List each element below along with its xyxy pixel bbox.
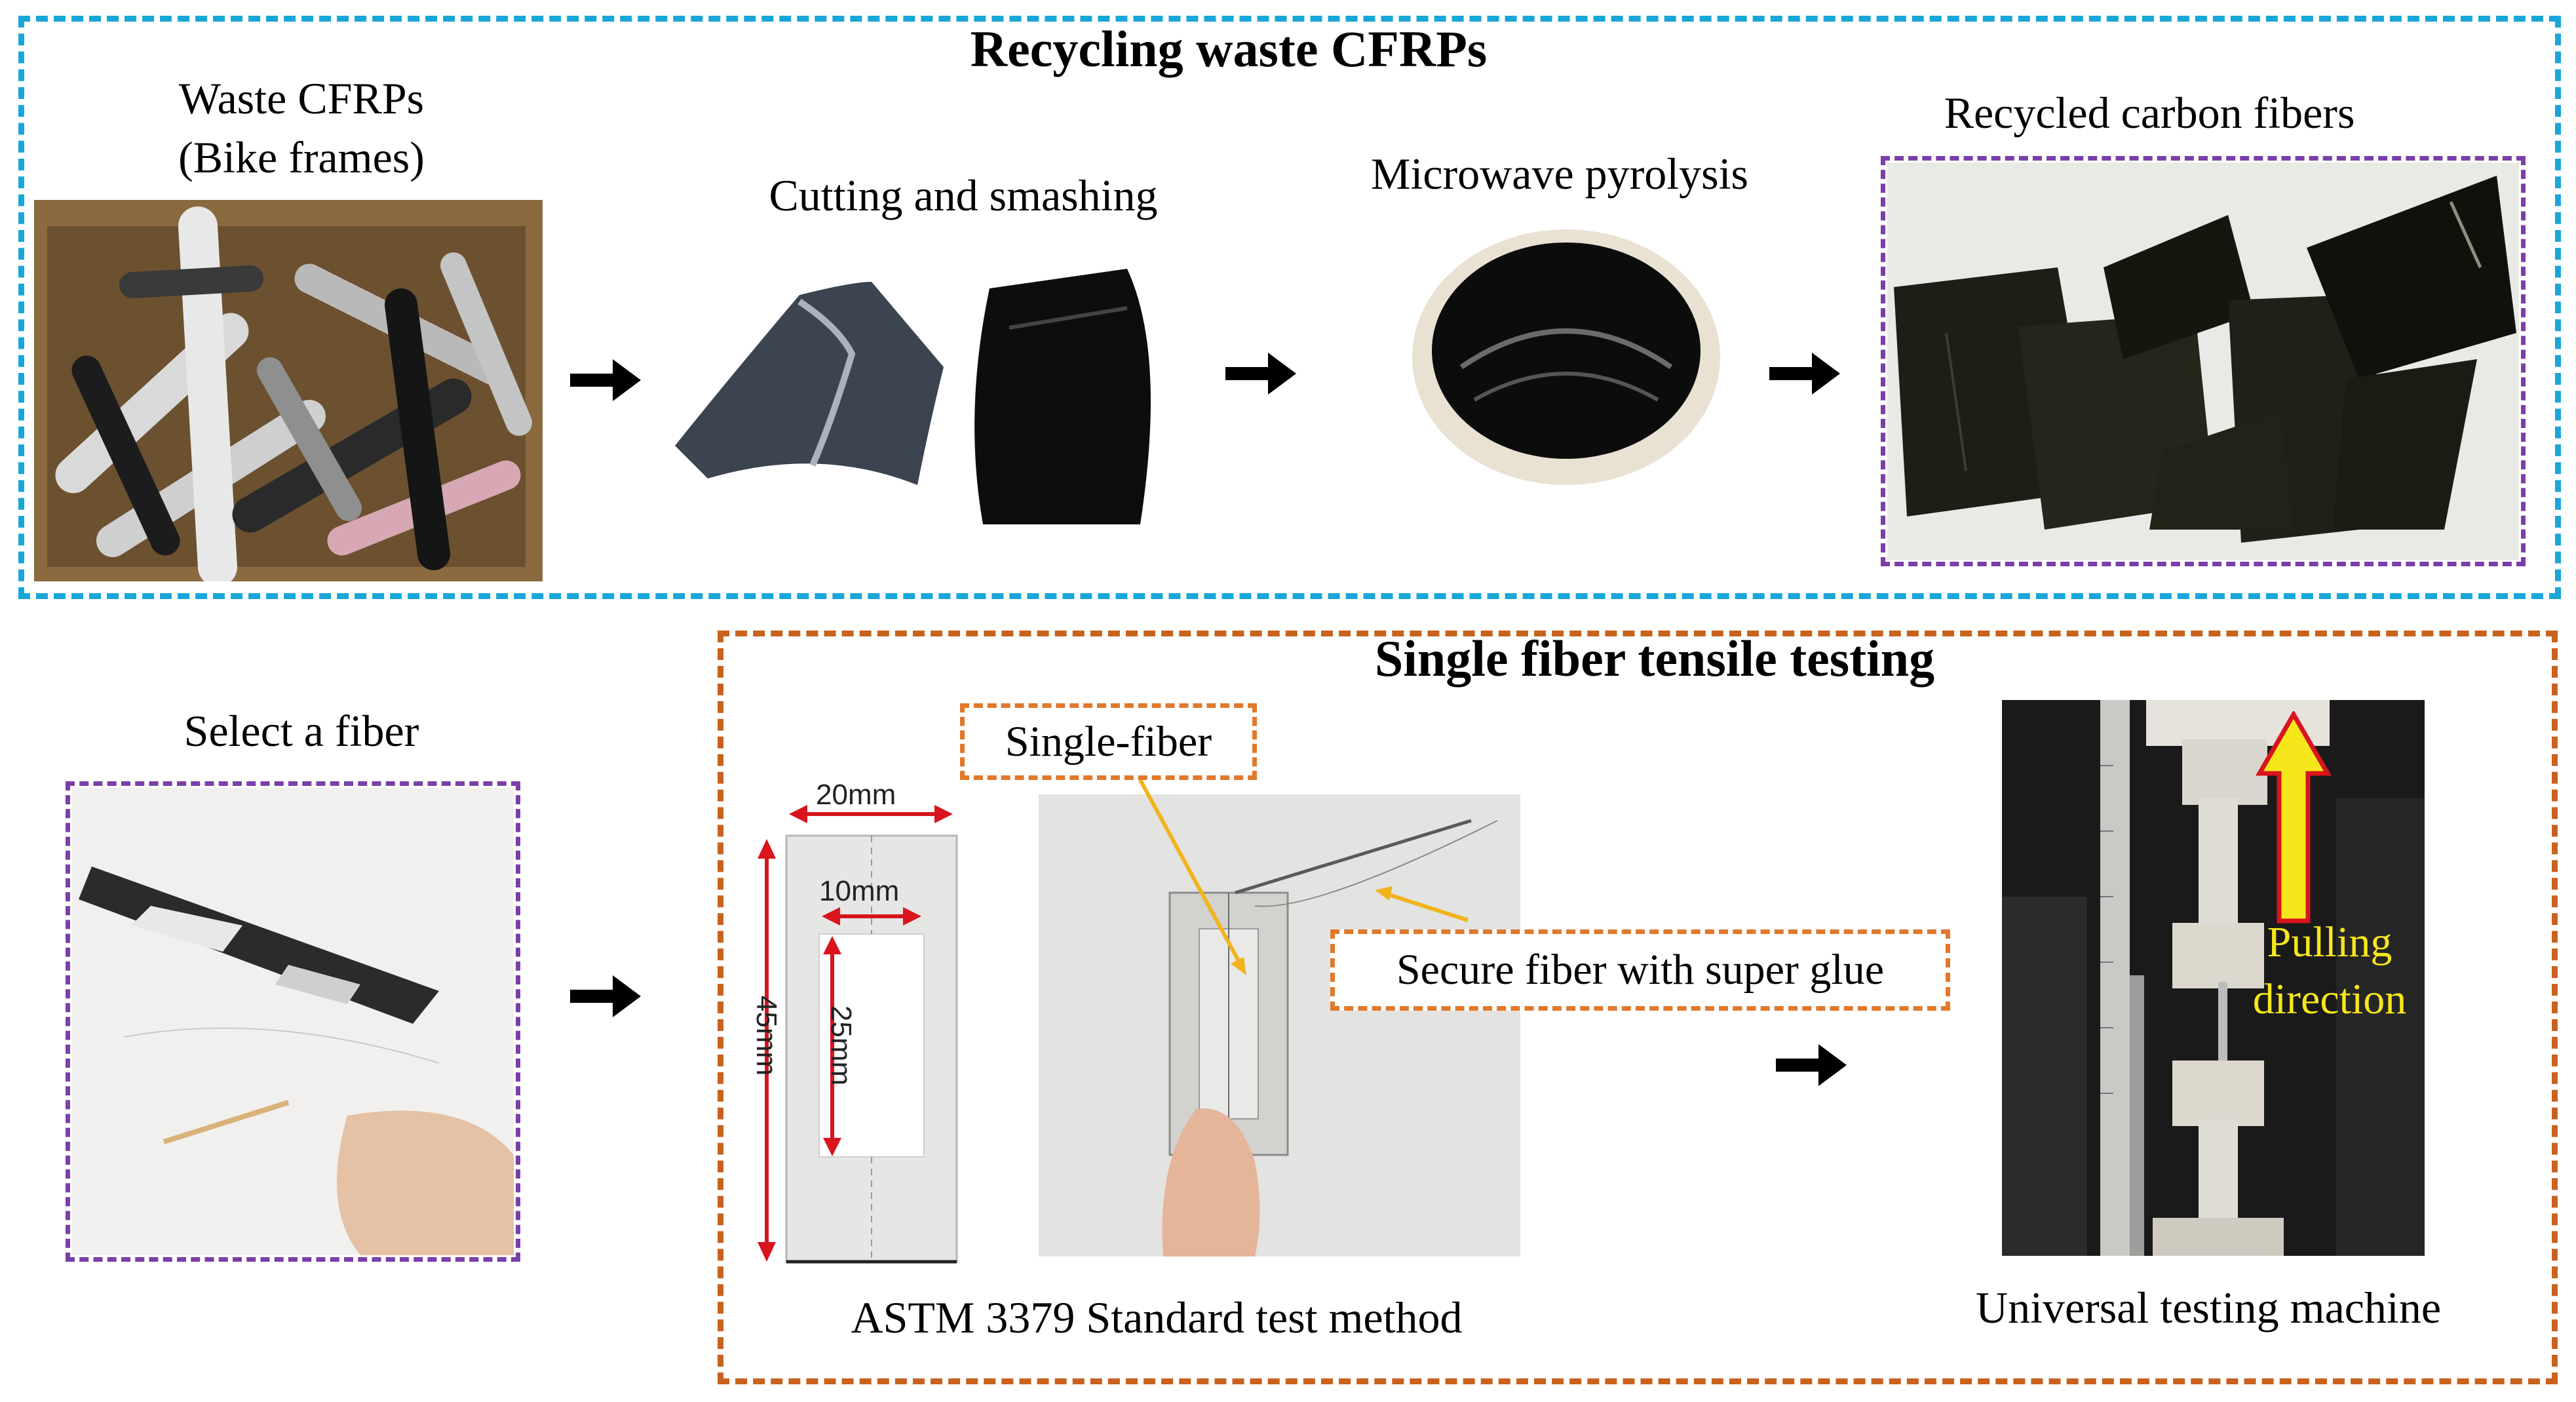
select-fiber-photo bbox=[72, 788, 514, 1255]
waste-label-line1: Waste CFRPs bbox=[178, 73, 425, 123]
dim-length-inner: 25mm bbox=[825, 1005, 858, 1086]
single-fiber-mount-photo bbox=[1039, 794, 1520, 1256]
arrow-to-recycled-icon bbox=[1769, 353, 1840, 395]
select-fiber-frame bbox=[66, 781, 520, 1262]
pyrolysis-crucible-photo bbox=[1402, 216, 1730, 505]
tensile-testing-panel bbox=[718, 631, 2558, 1384]
pulling-direction-line2: direction bbox=[2252, 975, 2407, 1023]
select-fiber-label: Select a fiber bbox=[183, 706, 419, 756]
astm-label: ASTM 3379 Standard test method bbox=[851, 1293, 1463, 1342]
recycled-fibers-frame bbox=[1881, 156, 2526, 566]
cutting-label: Cutting and smashing bbox=[769, 170, 1158, 220]
dim-width-outer: 20mm bbox=[816, 779, 896, 811]
tensile-testing-title: Single fiber tensile testing bbox=[1374, 630, 1935, 687]
single-fiber-callout: Single-fiber bbox=[960, 703, 1257, 780]
waste-label-line2: (Bike frames) bbox=[178, 132, 425, 182]
arrow-to-pyrolysis-icon bbox=[1225, 353, 1296, 395]
cut-pieces-photo bbox=[655, 249, 1193, 537]
secure-fiber-callout: Secure fiber with super glue bbox=[1330, 929, 1950, 1011]
utm-photo bbox=[2002, 700, 2425, 1256]
astm-tab-diagram bbox=[747, 773, 996, 1285]
recycled-fibers-photo bbox=[1887, 163, 2519, 560]
pyrolysis-label: Microwave pyrolysis bbox=[1370, 149, 1748, 199]
waste-bike-frames-photo bbox=[34, 200, 543, 581]
recycled-label: Recycled carbon fibers bbox=[1944, 88, 2355, 138]
utm-label: Universal testing machine bbox=[1975, 1283, 2441, 1333]
recycling-title: Recycling waste CFRPs bbox=[970, 20, 1488, 77]
arrow-to-testing-icon bbox=[570, 975, 641, 1017]
arrow-to-cutting-icon bbox=[570, 359, 641, 401]
callout-pointer-lines bbox=[1138, 779, 1469, 975]
dim-width-inner: 10mm bbox=[819, 875, 900, 907]
pulling-direction-arrow-icon bbox=[2255, 711, 2332, 924]
dim-length-outer: 45mm bbox=[750, 995, 783, 1076]
recycling-panel bbox=[18, 16, 2561, 599]
pulling-direction-line1: Pulling bbox=[2267, 918, 2393, 966]
arrow-to-utm-icon bbox=[1776, 1044, 1847, 1086]
